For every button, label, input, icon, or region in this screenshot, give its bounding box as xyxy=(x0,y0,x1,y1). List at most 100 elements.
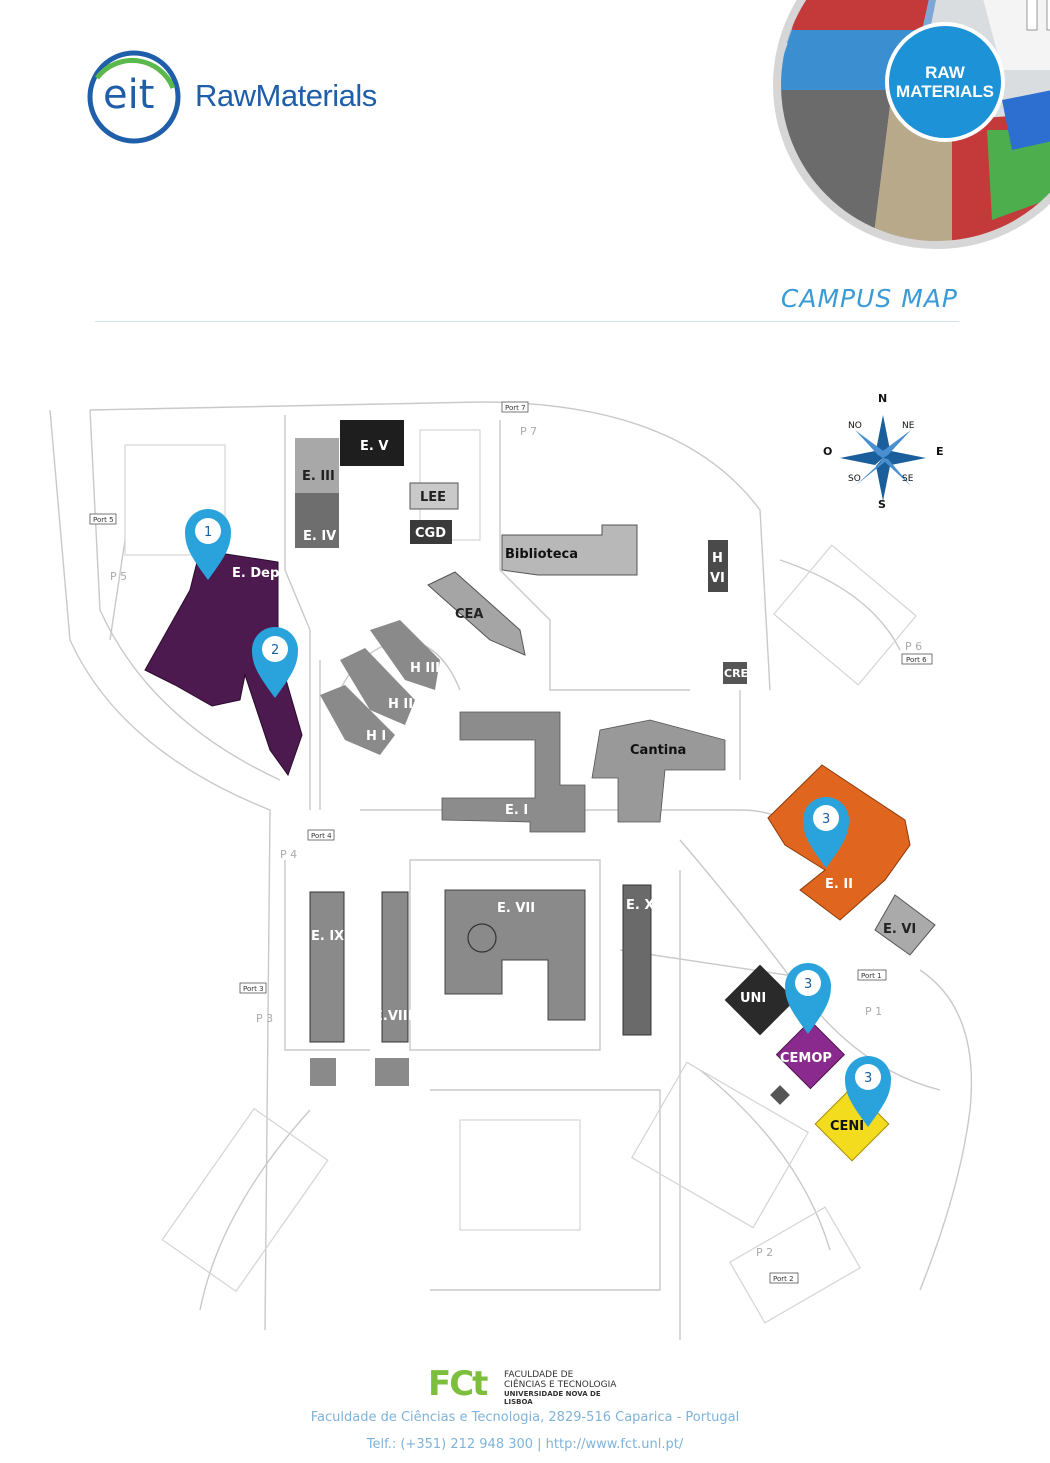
building-uni xyxy=(724,964,796,1036)
gate-port-2-box xyxy=(769,1272,799,1284)
gate-port-3: Port 3 xyxy=(243,985,264,993)
compass-se: SE xyxy=(902,474,914,484)
gate-port-1-box xyxy=(857,969,887,981)
marker-2-label: 2 xyxy=(271,643,279,658)
label-e-iii: E. III xyxy=(302,469,335,484)
label-cre: CRE xyxy=(724,667,748,680)
label-e-iv: E. IV xyxy=(303,529,336,544)
building-cemop xyxy=(775,1019,846,1090)
campus-map: E. V E. III E. IV LEE CGD Biblioteca H V… xyxy=(40,390,980,1350)
marker-2[interactable]: 2 xyxy=(252,627,298,698)
parking-p4: P 4 xyxy=(280,848,297,861)
gate-port-7: Port 7 xyxy=(505,404,526,412)
label-h-i: H I xyxy=(366,729,386,744)
compass-e: E xyxy=(936,445,944,458)
label-e-vi: E. VI xyxy=(883,922,916,937)
compass-rose: N S E O NO NE SO SE xyxy=(823,392,944,511)
gate-port-2: Port 2 xyxy=(773,1275,794,1283)
gate-port-5-box xyxy=(89,513,117,525)
label-e-ii: E. II xyxy=(825,877,853,892)
building-e-vi xyxy=(874,894,936,956)
parking-p1: P 1 xyxy=(865,1005,882,1018)
compass-so: SO xyxy=(848,474,861,484)
building-e-ix xyxy=(309,891,345,1043)
building-h-ii xyxy=(340,648,415,725)
logo-eit-text: eit xyxy=(103,72,155,118)
building-e-vii xyxy=(444,889,586,1021)
building-cea xyxy=(427,571,526,656)
gate-port-1: Port 1 xyxy=(861,972,882,980)
eit-rawmaterials-logo: eit RawMaterials xyxy=(85,48,445,148)
building-h-iii xyxy=(370,620,440,690)
building-e-viii xyxy=(381,891,409,1043)
fct-line-1: FACULDADE DE xyxy=(504,1370,574,1380)
label-h-iii: H III xyxy=(410,661,440,676)
label-h-vi-1: H xyxy=(712,551,723,566)
building-e-iv xyxy=(295,493,339,548)
building-e-vii-dome xyxy=(467,923,497,953)
title-divider xyxy=(95,321,959,322)
building-e-x xyxy=(622,884,652,1036)
fct-line-2: CIÊNCIAS E TECNOLOGIA xyxy=(504,1380,617,1390)
building-h-vi xyxy=(708,540,728,592)
compass-n: N xyxy=(878,392,887,405)
badge-line-2: MATERIALS xyxy=(896,82,994,101)
label-e-dep: E. Dep xyxy=(232,566,279,581)
marker-3-ceni-label: 3 xyxy=(864,1071,872,1086)
fct-letters: FCt xyxy=(428,1364,488,1404)
page-title: CAMPUS MAP xyxy=(780,284,958,313)
gate-port-4-box xyxy=(307,829,335,841)
campus-map-canvas: E. V E. III E. IV LEE CGD Biblioteca H V… xyxy=(49,392,973,1340)
marker-3-ceni[interactable]: 3 xyxy=(845,1056,891,1127)
parking-p7: P 7 xyxy=(520,425,537,438)
building-e-ix-annex xyxy=(310,1058,336,1086)
parking-p3: P 3 xyxy=(256,1012,273,1025)
label-cea: CEA xyxy=(455,607,483,622)
building-e-viii-annex xyxy=(375,1058,409,1086)
road-network xyxy=(49,401,973,1340)
parking-p6: P 6 xyxy=(905,640,922,653)
marker-1[interactable]: 1 xyxy=(185,509,231,580)
marker-3-cemop-label: 3 xyxy=(804,977,812,992)
label-h-vi-2: VI xyxy=(710,571,725,586)
label-e-viii: E.VIII xyxy=(374,1009,412,1024)
label-e-vii: E. VII xyxy=(497,901,535,916)
label-e-x: E. X xyxy=(626,898,654,913)
logo-wordmark: RawMaterials xyxy=(195,78,377,113)
fct-logo: FCt FACULDADE DE CIÊNCIAS E TECNOLOGIA U… xyxy=(428,1364,628,1406)
label-h-ii: H II xyxy=(388,697,413,712)
marker-1-label: 1 xyxy=(204,525,212,540)
building-small-annex xyxy=(770,1085,790,1105)
label-cemop: CEMOP xyxy=(780,1051,832,1066)
raw-materials-badge: RAW MATERIALS xyxy=(885,22,1005,142)
fct-line-3: UNIVERSIDADE NOVA DE LISBOA xyxy=(504,1390,601,1406)
label-lee: LEE xyxy=(420,490,446,505)
building-cre xyxy=(723,662,747,684)
compass-s: S xyxy=(878,498,886,511)
marker-3-e-ii-label: 3 xyxy=(822,812,830,827)
label-e-v: E. V xyxy=(360,439,388,454)
parking-p5: P 5 xyxy=(110,570,127,583)
building-e-v xyxy=(340,420,404,466)
gate-port-3-box xyxy=(239,982,267,994)
parking-p2: P 2 xyxy=(756,1246,773,1259)
compass-o: O xyxy=(823,445,832,458)
label-ceni: CENI xyxy=(830,1119,864,1134)
logo-ring-icon xyxy=(87,50,181,144)
parking-lots xyxy=(124,429,917,1324)
label-e-i: E. I xyxy=(505,803,528,818)
label-cantina: Cantina xyxy=(630,743,686,758)
building-e-i xyxy=(441,711,586,833)
building-biblioteca xyxy=(501,524,638,576)
building-cantina xyxy=(591,719,726,823)
marker-3-e-ii[interactable]: 3 xyxy=(803,797,849,868)
label-uni: UNI xyxy=(740,991,766,1006)
gate-port-4: Port 4 xyxy=(311,832,332,840)
footer-address: Faculdade de Ciências e Tecnologia, 2829… xyxy=(310,1410,740,1425)
label-e-ix: E. IX xyxy=(311,929,344,944)
label-cgd: CGD xyxy=(415,526,446,541)
marker-3-cemop[interactable]: 3 xyxy=(785,963,831,1034)
building-e-iii xyxy=(295,438,339,493)
gate-port-5: Port 5 xyxy=(93,516,114,524)
badge-line-1: RAW xyxy=(925,63,965,82)
